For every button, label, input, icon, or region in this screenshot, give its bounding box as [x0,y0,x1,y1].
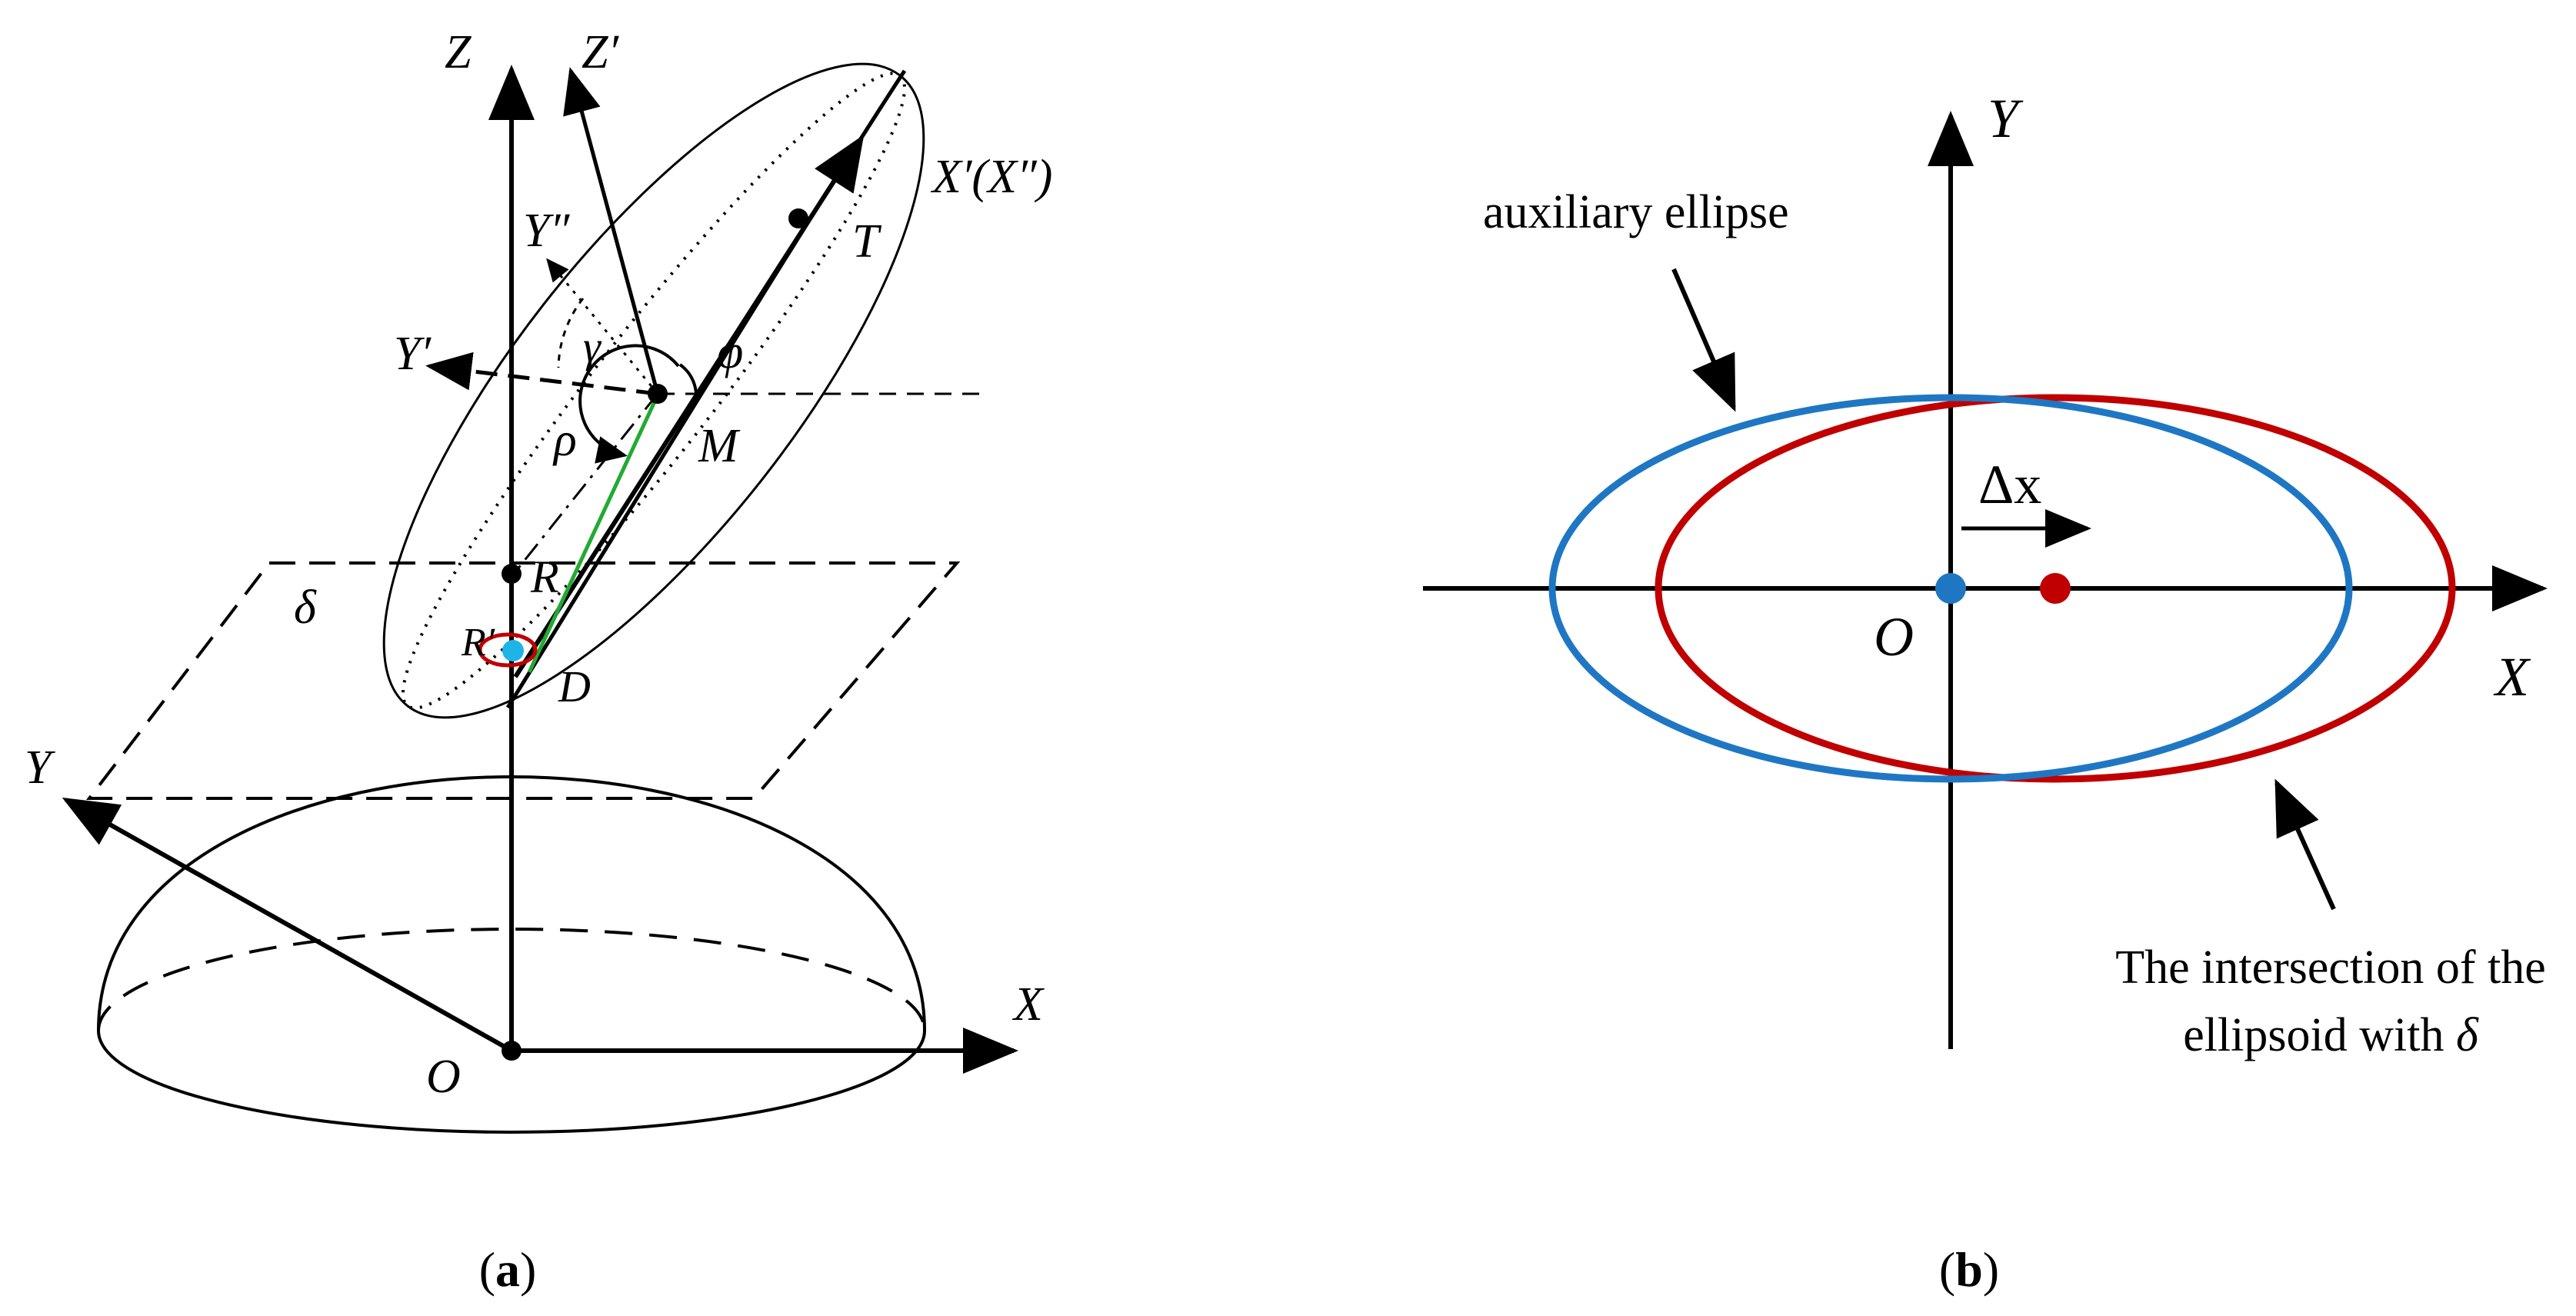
label-y-prime: Y′ [394,328,432,380]
plane-delta [85,561,961,800]
center-auxiliary [1935,573,1966,604]
label-intersection-line2: ellipsoid with δ [2183,1009,2479,1061]
axis-y [62,798,513,1053]
angle-gamma-arc [557,298,585,368]
point-r-prime [502,640,524,661]
label-rho: ρ [552,414,577,466]
label-b-y: Y [1988,88,2024,149]
label-gamma: γ [583,322,602,371]
label-intersection-line1: The intersection of the [2115,941,2546,994]
hemisphere-base-front [97,1030,926,1134]
label-r: R [530,551,559,602]
label-r-prime: R′ [461,621,496,665]
label-b-x: X [2493,646,2531,708]
label-y: Y [25,741,55,794]
point-o [502,1041,522,1061]
leader-intersection [2274,778,2336,911]
hemisphere-base-back [97,928,926,1031]
red-contact-ellipse [478,632,538,668]
panel-a: Z Z′ X′(X″) Y″ Y′ γ φ T ρ M R R′ D δ Y X… [25,26,1052,1297]
caption-a: (a) [479,1242,537,1297]
label-m: M [698,420,741,472]
green-segment-m-d [527,397,658,674]
label-d: D [558,661,591,711]
angle-phi-arc [678,363,698,395]
angle-rho-arc [578,344,680,464]
label-phi: φ [717,326,743,378]
label-t: T [852,215,882,268]
label-x: X [1011,978,1045,1031]
label-auxiliary-ellipse: auxiliary ellipse [1483,186,1789,238]
caption-b: (b) [1939,1242,1999,1297]
label-delta-x: Δx [1978,454,2041,515]
label-b-o: O [1874,606,1914,668]
point-r [502,564,522,584]
point-m [648,384,668,404]
label-x-prime: X′(X″) [930,151,1052,203]
label-y-double-prime: Y″ [523,205,570,257]
leader-auxiliary [1671,268,1736,412]
label-z: Z [445,26,472,78]
center-intersection [2040,573,2071,604]
label-o: O [426,1051,461,1103]
label-delta: δ [294,581,317,634]
ellipse-auxiliary [1548,394,2353,783]
ellipse-intersection [1655,394,2456,783]
label-z-prime: Z′ [582,26,619,78]
axis-x-prime [513,134,865,678]
axis-y-prime [425,351,658,396]
axis-z-prime [563,67,660,395]
point-t [788,208,808,228]
panel-b: Δx Y X O auxiliary ellipse The intersect… [1423,88,2548,1297]
